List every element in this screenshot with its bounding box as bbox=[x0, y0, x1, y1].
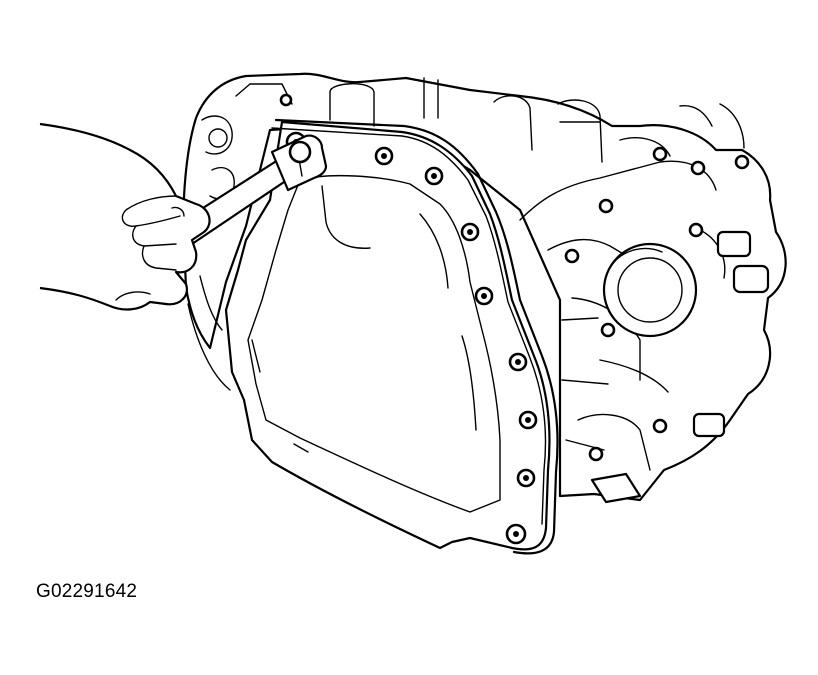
cover-bolt bbox=[424, 166, 444, 186]
cover-bolt bbox=[516, 468, 536, 488]
cover-gasket bbox=[271, 118, 559, 555]
cover-bolt bbox=[505, 523, 527, 545]
cover-bolt bbox=[518, 410, 538, 430]
technician-hand bbox=[39, 122, 211, 311]
cover-bolt bbox=[460, 222, 480, 242]
cover-bolt bbox=[508, 352, 528, 372]
cover-bolt bbox=[374, 146, 394, 166]
figure-code: G02291642 bbox=[36, 581, 138, 602]
cover-bolt bbox=[474, 286, 494, 306]
